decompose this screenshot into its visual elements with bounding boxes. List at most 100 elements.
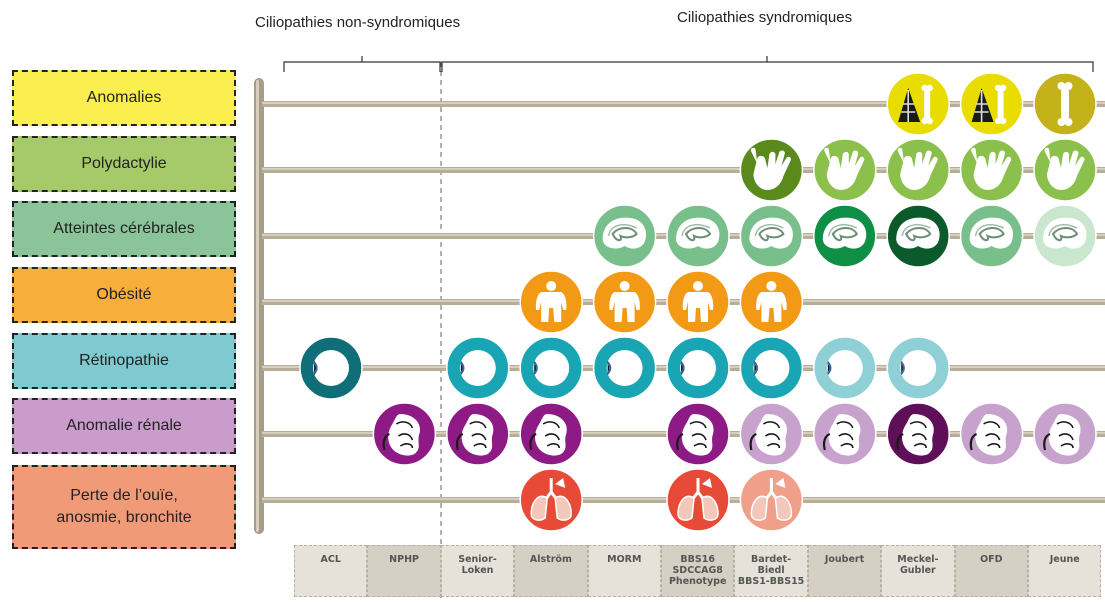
hand-icon [750,147,791,190]
bead-obesite-bardet-biedl-bbs1-bbs15 [739,270,804,334]
bead-disc [886,72,950,136]
body-icon [756,281,787,322]
brain-icon [969,217,1014,249]
bead-polydactylie-joubert [813,138,877,202]
brace-non-syndromic [283,56,441,72]
disease-label-alstrom: Alström [514,545,588,597]
bead-polydactylie-bardet-biedl-bbs1-bbs15 [739,138,804,202]
eye-icon [313,350,349,386]
bead-retinopathie-bardet-biedl-bbs1-bbs15 [739,336,804,400]
category-label-anomalies: Anomalies [12,70,236,126]
disease-label-senior-loken: Senior- Loken [440,545,515,597]
bead-anomalie-renale-ofd [959,402,1024,466]
bead-atteintes-cerebrales-bardet-biedl-bbs1-bbs15 [739,204,804,268]
bead-perte-de-l-ouie-anos-bbs16-sdccag8-phenotype [666,468,730,532]
lungs-icon [677,478,719,521]
brain-icon [1043,217,1087,249]
bead-polydactylie-meckel-gubler [886,138,950,202]
eye-icon [606,350,643,386]
kidney-icon [382,414,421,456]
brain-icon [602,217,647,249]
disease-label-ofd: OFD [954,545,1028,597]
body-icon [535,281,567,322]
eye-icon [826,350,863,386]
bead-polydactylie-jeune [1033,138,1097,202]
brain-icon [896,217,940,249]
eye-icon [459,350,496,386]
bead-retinopathie-bbs16-sdccag8-phenotype [666,336,730,400]
body-icon [682,281,714,322]
bead-anomalie-renale-meckel-gubler [886,402,950,466]
bead-anomalies-meckel-gubler [886,72,950,136]
abacus-frame [254,78,264,534]
disease-label-jeune: Jeune [1028,545,1102,597]
disease-label-nphp: NPHP [367,545,441,597]
bead-atteintes-cerebrales-jeune [1033,204,1097,268]
kidney-icon [676,414,714,456]
group-braces [283,56,1094,600]
category-label-retinopathie: Rétinopathie [12,333,236,389]
disease-label-bardet-biedl-bbs1-bbs15: Bardet- Biedl BBS1-BBS15 [734,545,808,597]
hand-icon [1044,147,1085,190]
body-icon [609,281,640,322]
bead-atteintes-cerebrales-joubert [813,204,877,268]
rod-highlight-0 [262,102,1105,104]
kidney-icon [749,414,788,456]
disease-label-bbs16-sdccag8-phenotype: BBS16 SDCCAG8 Phenotype [661,545,735,597]
category-label-obesite: Obésité [12,267,236,323]
bead-obesite-bbs16-sdccag8-phenotype [666,270,730,334]
bead-anomalie-renale-bardet-biedl-bbs1-bbs15 [739,402,804,466]
disease-label-acl: ACL [294,545,368,597]
lungs-icon [530,478,572,521]
bead-retinopathie-morm [592,336,657,400]
eye-icon [753,350,790,386]
bead-perte-de-l-ouie-anos-alstrom [519,468,583,532]
disease-label-morm: MORM [587,545,661,597]
eye-icon [533,350,570,386]
bead-polydactylie-ofd [959,138,1024,202]
hand-icon [824,147,865,190]
brain-icon [676,217,720,249]
disease-label-meckel-gubler: Meckel- Gubler [881,545,955,597]
bone-icon [1057,82,1073,126]
bead-atteintes-cerebrales-meckel-gubler [886,204,950,268]
kidney-icon [822,414,861,456]
category-label-atteintes-cerebrales: Atteintes cérébrales [12,201,236,257]
skeleton-icon [971,84,1007,125]
category-label-anomalie-renale: Anomalie rénale [12,398,236,454]
bead-anomalie-renale-bbs16-sdccag8-phenotype [666,402,730,466]
bead-disc [959,72,1024,136]
bead-retinopathie-meckel-gubler [886,336,950,400]
kidney-icon [969,414,1008,456]
kidney-icon [1043,414,1081,456]
eye-icon [680,350,716,386]
bead-anomalie-renale-nphp [372,402,437,466]
hand-icon [971,147,1012,190]
abacus-post-highlight [256,80,259,532]
bead-perte-de-l-ouie-anos-bardet-biedl-bbs1-bbs15 [739,468,804,532]
rod-highlight-1 [262,168,1105,170]
brace-syndromic [441,56,1094,72]
kidney-icon [529,414,567,456]
bead-anomalies-ofd [959,72,1024,136]
bead-anomalies-jeune [1033,72,1097,136]
bead-retinopathie-alstrom [519,336,583,400]
kidney-icon [896,414,934,456]
bead-atteintes-cerebrales-morm [592,204,657,268]
brain-icon [749,217,793,249]
header-non-syndromic: Ciliopathies non-syndromiques [255,14,461,31]
bead-retinopathie-acl [299,336,363,400]
bead-obesite-morm [592,270,657,334]
hand-icon [897,147,938,190]
bead-atteintes-cerebrales-bbs16-sdccag8-phenotype [666,204,730,268]
header-syndromic: Ciliopathies syndromiques [677,9,853,26]
skeleton-icon [898,84,933,125]
abacus-beads [299,72,1097,532]
disease-label-joubert: Joubert [807,545,882,597]
bead-anomalie-renale-alstrom [519,402,583,466]
lungs-icon [750,478,793,521]
category-label-perte-de-l-ouie-anosmie-bronch: Perte de l’ouïe, anosmie, bronchite [12,465,236,549]
bead-anomalie-renale-jeune [1033,402,1097,466]
bead-atteintes-cerebrales-ofd [959,204,1024,268]
